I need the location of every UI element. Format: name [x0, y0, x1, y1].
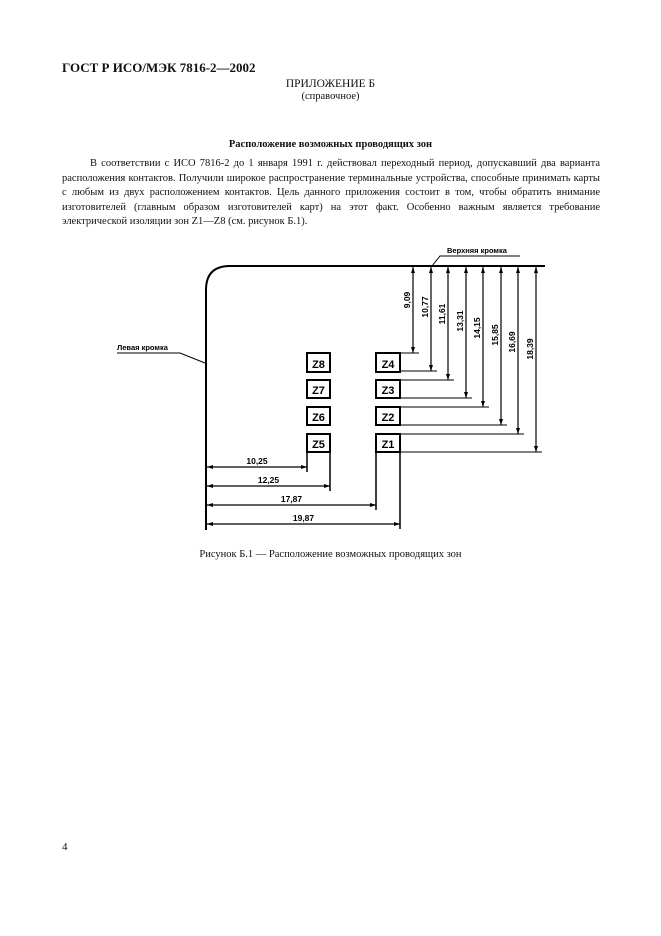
- zone-label: Z1: [382, 439, 395, 451]
- dimension-label: 14,15: [472, 317, 482, 339]
- figure-caption: Рисунок Б.1 — Расположение возможных про…: [199, 549, 462, 560]
- document-header: ГОСТ Р ИСО/МЭК 7816-2—2002: [62, 60, 256, 75]
- zone-label: Z6: [312, 412, 325, 424]
- dimension-label: 12,25: [258, 475, 280, 485]
- dimension-label: 16,69: [507, 331, 517, 353]
- dimension-label: 18,39: [525, 338, 535, 360]
- dimension-label: 15,85: [490, 324, 500, 346]
- dimension-label: 13,31: [455, 310, 465, 332]
- zone-box: [375, 352, 401, 373]
- dimension-label: 19,87: [293, 513, 315, 523]
- zone-box: [306, 406, 331, 426]
- appendix-title: ПРИЛОЖЕНИЕ Б: [285, 78, 376, 90]
- zone-label: Z7: [312, 385, 325, 397]
- zone-label: Z2: [382, 412, 395, 424]
- dimension-label: 10,77: [420, 296, 430, 318]
- zone-label: Z4: [382, 359, 396, 371]
- dimension-label: 9,09: [402, 291, 412, 308]
- dimension-label: 17,87: [281, 494, 303, 504]
- body-paragraph: В соответствии с ИСО 7816-2 до 1 января …: [62, 158, 600, 227]
- section-title: Расположение возможных проводящих зон: [228, 139, 433, 150]
- top-edge-label: Верхняя кромка: [447, 246, 508, 255]
- zone-box: [306, 352, 331, 373]
- appendix-subtitle: (справочное): [301, 91, 360, 102]
- zone-label: Z5: [312, 439, 325, 451]
- zone-box: [375, 379, 401, 399]
- left-edge-label: Левая кромка: [117, 343, 169, 352]
- zone-box: [306, 433, 331, 453]
- zone-label: Z3: [382, 385, 395, 397]
- zone-box: [375, 433, 401, 453]
- edge-leaders: [117, 255, 520, 364]
- dimension-label: 11,61: [437, 303, 447, 324]
- page-number: 4: [62, 841, 68, 853]
- dimension-label: 10,25: [246, 456, 268, 466]
- zone-box: [375, 406, 401, 426]
- zone-box: [306, 379, 331, 399]
- zone-label: Z8: [312, 359, 325, 371]
- card-outline: [205, 265, 545, 530]
